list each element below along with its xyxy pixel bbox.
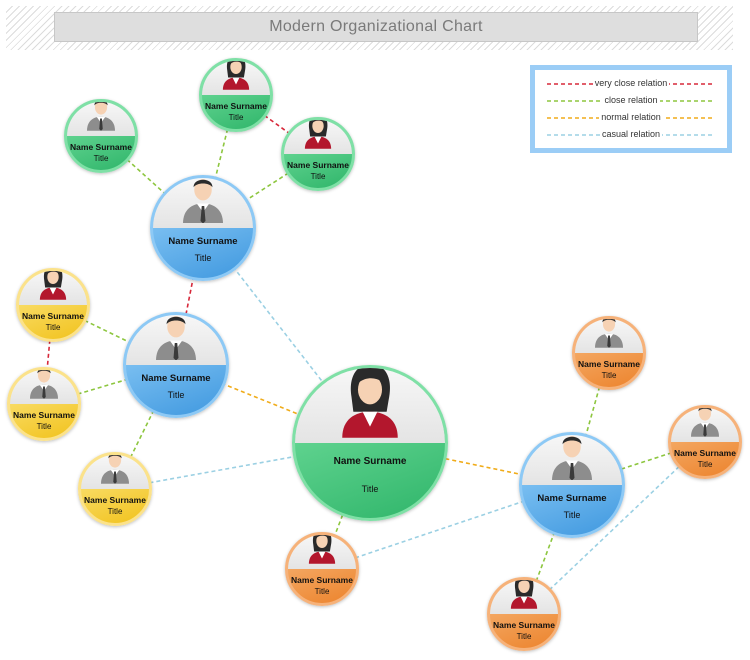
node-title: Title xyxy=(93,154,109,163)
legend: very close relation close relation norma… xyxy=(530,65,732,153)
node-title: Title xyxy=(36,422,52,431)
node-name: Name Surname xyxy=(141,373,211,384)
node-name: Name Surname xyxy=(84,495,146,505)
female-avatar-icon xyxy=(333,368,407,443)
legend-label-casual: casual relation xyxy=(599,129,663,139)
link-yellow-bottom-center xyxy=(114,442,371,490)
male-avatar-icon xyxy=(27,370,62,404)
node-name: Name Surname xyxy=(22,311,84,321)
node-name: Name Surname xyxy=(493,620,555,630)
node-name: Name Surname xyxy=(287,160,349,170)
node-name: Name Surname xyxy=(13,410,75,420)
legend-label-normal: normal relation xyxy=(599,112,663,122)
node-name: Name Surname xyxy=(537,493,607,504)
female-avatar-icon xyxy=(507,580,542,614)
node-title: Title xyxy=(167,390,185,400)
male-avatar-icon xyxy=(151,315,201,365)
male-avatar-icon xyxy=(592,319,627,353)
female-avatar-icon xyxy=(219,61,254,95)
male-avatar-icon xyxy=(84,102,119,136)
node-name: Name Surname xyxy=(168,236,238,247)
node-title: Title xyxy=(45,323,61,332)
female-avatar-icon xyxy=(301,120,336,154)
legend-label-close: close relation xyxy=(602,95,660,105)
node-title: Title xyxy=(107,507,123,516)
node-name: Name Surname xyxy=(674,448,736,458)
legend-label-very-close: very close relation xyxy=(592,78,670,88)
node-title: Title xyxy=(314,587,330,596)
node-title: Title xyxy=(563,510,581,520)
chart-title: Modern Organizational Chart xyxy=(54,12,698,42)
male-avatar-icon xyxy=(98,455,133,489)
node-title: Title xyxy=(601,371,617,380)
male-avatar-icon xyxy=(178,178,228,228)
node-title: Title xyxy=(194,253,212,263)
node-name: Name Surname xyxy=(70,142,132,152)
node-title: Title xyxy=(697,460,713,469)
node-name: Name Surname xyxy=(333,456,407,467)
female-avatar-icon xyxy=(36,271,71,305)
node-title: Title xyxy=(516,632,532,641)
female-avatar-icon xyxy=(305,535,340,569)
node-title: Title xyxy=(361,484,379,494)
node-title: Title xyxy=(310,172,326,181)
male-avatar-icon xyxy=(547,435,597,485)
node-title: Title xyxy=(228,113,244,122)
node-name: Name Surname xyxy=(578,359,640,369)
node-name: Name Surname xyxy=(291,575,353,585)
male-avatar-icon xyxy=(688,408,723,442)
node-name: Name Surname xyxy=(205,101,267,111)
